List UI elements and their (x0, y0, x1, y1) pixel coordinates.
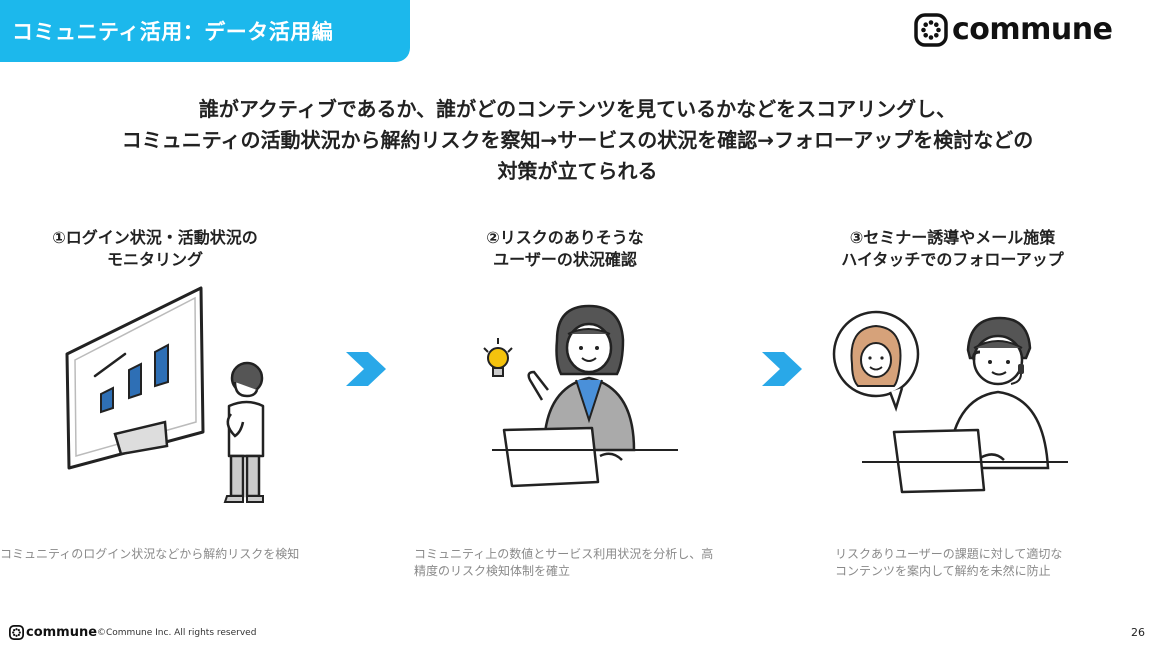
commune-logo-icon (9, 625, 24, 640)
step-2-desc-line-1: コミュニティ上の数値とサービス利用状況を分析し、高 (414, 547, 714, 561)
step-2-description: コミュニティ上の数値とサービス利用状況を分析し、高 精度のリスク検知体制を確立 (414, 546, 713, 580)
chevron-right-icon (762, 352, 802, 386)
step-2-title-line-2: ユーザーの状況確認 (493, 250, 637, 269)
step-3-desc-line-2: コンテンツを案内して解約を未然に防止 (835, 564, 1051, 578)
woman-laptop-idea-illustration (483, 304, 678, 488)
step-1-desc-line-1: コミュニティのログイン状況などから解約リスクを検知 (0, 547, 300, 561)
slide-title: コミュニティ活用：データ活用編 (12, 20, 334, 44)
commune-logo-icon (914, 12, 948, 47)
step-2-title-line-1: ②リスクのありそうな (486, 228, 644, 247)
step-1-title-line-1: ①ログイン状況・活動状況の (52, 228, 258, 247)
footer-logo: commune (9, 625, 97, 640)
step-2-title: ②リスクのありそうな ユーザーの状況確認 (450, 227, 680, 271)
header-bar: コミュニティ活用：データ活用編 (0, 0, 410, 62)
monitor-chart-person-illustration (65, 286, 265, 503)
step-3-title-line-2: ハイタッチでのフォローアップ (841, 250, 1064, 269)
lead-line-2: コミュニティの活動状況から解約リスクを察知→サービスの状況を確認→フォローアップ… (121, 128, 1034, 152)
step-1-title: ①ログイン状況・活動状況の モニタリング (35, 227, 275, 271)
commune-logo: commune (914, 12, 1113, 47)
lead-line-1: 誰がアクティブであるか、誰がどのコンテンツを見ているかなどをスコアリングし、 (198, 97, 957, 121)
support-headset-chat-illustration (832, 310, 1068, 494)
lead-line-3: 対策が立てられる (497, 159, 658, 183)
step-3-description: リスクありユーザーの課題に対して適切な コンテンツを案内して解約を未然に防止 (835, 546, 1062, 580)
copyright-text: ©Commune Inc. All rights reserved (97, 628, 257, 638)
step-3-desc-line-1: リスクありユーザーの課題に対して適切な (835, 547, 1063, 561)
footer-logo-wordmark: commune (26, 625, 98, 640)
page-number: 26 (1131, 626, 1145, 639)
step-1-description: コミュニティのログイン状況などから解約リスクを検知 (0, 546, 299, 563)
step-3-title-line-1: ③セミナー誘導やメール施策 (849, 228, 1056, 247)
step-1-title-line-2: モニタリング (106, 250, 203, 269)
logo-wordmark: commune (952, 12, 1113, 47)
step-2-desc-line-2: 精度のリスク検知体制を確立 (414, 564, 571, 578)
lead-text: 誰がアクティブであるか、誰がどのコンテンツを見ているかなどをスコアリングし、 コ… (0, 94, 1155, 187)
chevron-right-icon (346, 352, 386, 386)
step-3-title: ③セミナー誘導やメール施策 ハイタッチでのフォローアップ (815, 227, 1090, 271)
